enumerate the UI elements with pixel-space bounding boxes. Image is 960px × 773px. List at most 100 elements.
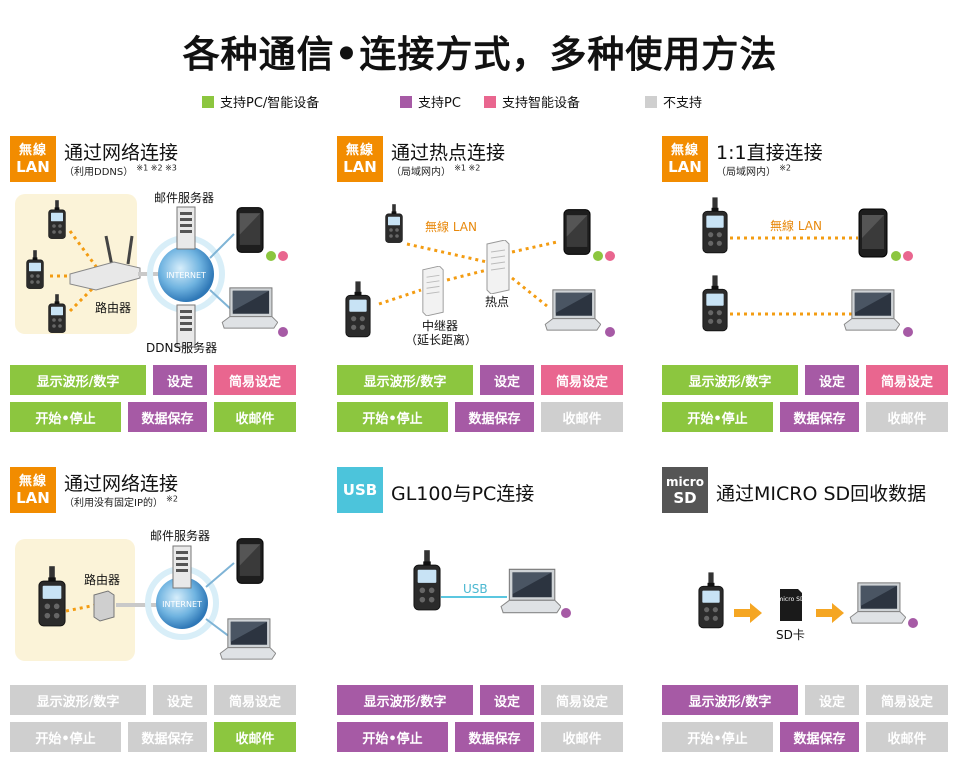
- badge-line: LAN: [343, 158, 377, 176]
- data-logger-icon: [698, 571, 724, 629]
- panel-notes: ※2: [779, 163, 791, 173]
- lan-area: [15, 539, 135, 661]
- badge-line: 無線: [345, 143, 374, 158]
- feature-start-stop: 开始•停止: [10, 722, 121, 752]
- laptop-icon: [843, 289, 900, 331]
- panel-title: GL100与PC连接: [391, 483, 535, 505]
- legend-item: 支持PC/智能设备: [202, 92, 319, 111]
- data-logger-icon: [702, 196, 728, 254]
- support-dot: [908, 618, 918, 628]
- panel-network-no-fixed-ip: 無線 LAN 通过网络连接 （利用没有固定IP的） ※2 路由器 INTERNE…: [10, 467, 308, 767]
- feature-buttons: 显示波形/数字 设定 简易设定 开始•停止 数据保存 收邮件: [662, 365, 960, 435]
- relay-sublabel: （延长距离）: [405, 332, 477, 347]
- diagram-direct: 無線 LAN: [702, 196, 913, 337]
- feature-easy-settings: 简易设定: [541, 365, 623, 395]
- feature-buttons: 显示波形/数字 设定 简易设定 开始•停止 数据保存 收邮件: [10, 685, 308, 755]
- smartphone-icon: [236, 538, 264, 584]
- laptop-icon: [544, 289, 601, 331]
- legend-swatch: [400, 95, 412, 108]
- support-dot: [561, 608, 571, 618]
- feature-data-save: 数据保存: [780, 722, 859, 752]
- legend-swatch: [202, 95, 214, 108]
- panel-title: 1:1直接连接: [716, 142, 823, 164]
- feature-start-stop: 开始•停止: [337, 722, 448, 752]
- feature-settings: 设定: [153, 685, 207, 715]
- support-dot: [903, 327, 913, 337]
- laptop-icon: [221, 287, 278, 329]
- mail-server-icon: [172, 545, 192, 589]
- badge-line: SD: [673, 489, 697, 507]
- micro-sd-badge: micro SD: [662, 467, 708, 513]
- feature-settings: 设定: [480, 685, 534, 715]
- feature-easy-settings: 简易设定: [214, 685, 296, 715]
- feature-display-waveform: 显示波形/数字: [337, 685, 473, 715]
- panel-subtitle-text: （利用DDNS）: [64, 167, 134, 178]
- panel-direct: 無線 LAN 1:1直接连接 （局域网内） ※2 無線 LAN 显示波形/数字 …: [662, 136, 960, 436]
- feature-easy-settings: 简易设定: [866, 365, 948, 395]
- badge-line: 無線: [18, 143, 47, 158]
- feature-buttons: 显示波形/数字 设定 简易设定 开始•停止 数据保存 收邮件: [10, 365, 308, 435]
- wireless-lan-badge: 無線 LAN: [337, 136, 383, 182]
- feature-buttons: 显示波形/数字 设定 简易设定 开始•停止 数据保存 收邮件: [662, 685, 960, 755]
- legend-label: 支持智能设备: [502, 96, 581, 111]
- laptop-icon: [500, 568, 561, 614]
- feature-easy-settings: 简易设定: [866, 685, 948, 715]
- panel-network-ddns: 無線 LAN 通过网络连接 （利用DDNS） ※1 ※2 ※3 路由器 INTE…: [10, 136, 308, 436]
- support-dot: [593, 251, 603, 261]
- badge-line: USB: [342, 481, 378, 499]
- mail-server-icon: [176, 206, 196, 250]
- feature-easy-settings: 简易设定: [541, 685, 623, 715]
- feature-receive-mail: 收邮件: [866, 402, 948, 432]
- feature-start-stop: 开始•停止: [337, 402, 448, 432]
- diagram-hotspot: 無線 LAN 热点 中继器 （延长距离）: [345, 204, 615, 347]
- feature-settings: 设定: [805, 685, 859, 715]
- smartphone-icon: [858, 208, 888, 258]
- router-icon: [69, 235, 141, 291]
- usb-label: USB: [463, 582, 488, 596]
- panel-notes: ※2: [166, 494, 178, 504]
- feature-data-save: 数据保存: [128, 402, 207, 432]
- panel-subtitle: （局域网内） ※2: [716, 163, 791, 178]
- sd-card-lettering: micro SD: [777, 596, 805, 603]
- support-dot: [903, 251, 913, 261]
- panel-subtitle-text: （局域网内）: [716, 167, 776, 178]
- dotted-links: [378, 240, 558, 308]
- data-logger-icon: [345, 280, 371, 338]
- badge-line: LAN: [668, 158, 702, 176]
- sd-card-label: SD卡: [776, 628, 805, 642]
- relay-label: 中继器: [422, 318, 458, 333]
- feature-buttons: 显示波形/数字 设定 简易设定 开始•停止 数据保存 收邮件: [337, 685, 635, 755]
- panel-title: 通过热点连接: [391, 142, 506, 164]
- diagram-usb: USB: [413, 549, 571, 618]
- badge-line: 無線: [670, 143, 699, 158]
- diagram-network-ddns: 路由器 INTERNET 邮件服务器 DDNS服务器: [15, 190, 288, 355]
- feature-receive-mail: 收邮件: [214, 402, 296, 432]
- hotspot-icon: [486, 240, 510, 294]
- arrow-right-icon: [734, 603, 762, 623]
- badge-line: 無線: [18, 474, 47, 489]
- relay-icon: [422, 266, 444, 316]
- wireless-lan-label: 無線 LAN: [770, 218, 822, 233]
- internet-label: INTERNET: [162, 600, 202, 609]
- feature-display-waveform: 显示波形/数字: [662, 365, 798, 395]
- usb-badge: USB: [337, 467, 383, 513]
- data-logger-icon: [702, 274, 728, 332]
- wireless-lan-badge: 無線 LAN: [10, 136, 56, 182]
- wireless-lan-badge: 無線 LAN: [662, 136, 708, 182]
- support-dot: [891, 251, 901, 261]
- diagram-network-no-fixed-ip: 路由器 INTERNET 邮件服务器: [15, 528, 276, 661]
- support-dot: [278, 327, 288, 337]
- panel-notes: ※1 ※2: [454, 163, 481, 173]
- feature-data-save: 数据保存: [128, 722, 207, 752]
- feature-easy-settings: 简易设定: [214, 365, 296, 395]
- wireless-lan-label: 無線 LAN: [425, 219, 477, 234]
- feature-receive-mail: 收邮件: [541, 402, 623, 432]
- hotspot-label: 热点: [485, 295, 509, 309]
- internet-globe-icon: [156, 577, 208, 629]
- panel-subtitle-text: （利用没有固定IP的）: [64, 498, 163, 509]
- page-title: 各种通信•连接方式，多种使用方法: [182, 33, 778, 76]
- panel-subtitle-text: （局域网内）: [391, 167, 451, 178]
- router-icon: [93, 590, 115, 622]
- feature-receive-mail: 收邮件: [866, 722, 948, 752]
- mail-server-label: 邮件服务器: [150, 528, 210, 543]
